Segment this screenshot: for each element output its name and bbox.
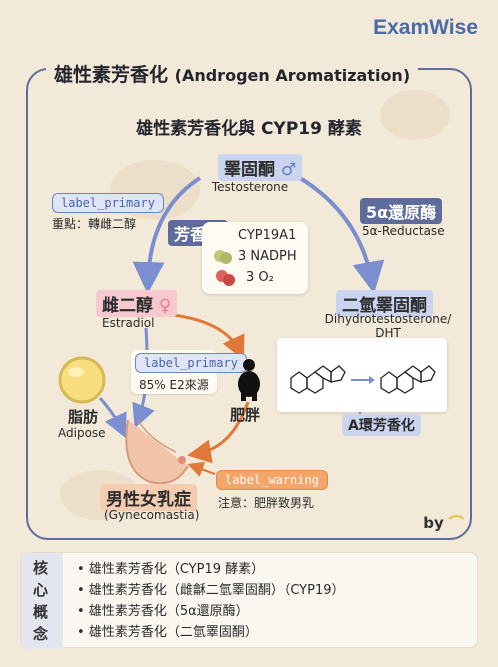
concept-list: 雄性素芳香化（CYP19 酵素） 雄性素芳香化（雌龢二氫睪固酮）（CYP19） …: [77, 559, 345, 643]
concept-item: 雄性素芳香化（二氫睪固酮）: [77, 622, 344, 643]
diagram-subtitle: 雄性素芳香化與 CYP19 酵素: [136, 119, 362, 139]
heading-char: 念: [33, 625, 49, 643]
concept-item: 雄性素芳香化（雌龢二氫睪固酮）（CYP19）: [77, 580, 345, 601]
brand-logo: ExamWise: [373, 16, 478, 39]
heading-char: 核: [33, 559, 49, 577]
estradiol-en: Estradiol: [102, 316, 155, 330]
reductase-en: 5α-Reductase: [362, 224, 445, 238]
dht-en-2: DHT: [375, 326, 401, 340]
oxygen-icon: [223, 274, 235, 286]
male-symbol-icon: ♂: [280, 160, 297, 180]
dht-node: 二氫睪固酮: [336, 290, 433, 317]
cofactor-oxygen: 3 O₂: [246, 270, 274, 285]
core-concepts-panel: 核 心 概 念 雄性素芳香化（CYP19 酵素） 雄性素芳香化（雌龢二氫睪固酮）…: [20, 552, 478, 649]
gynecomastia-node: 男性女乳症: [100, 484, 197, 511]
enzyme-name: CYP19A1: [238, 228, 297, 243]
label-primary-tag: label_primary: [52, 193, 164, 213]
heading-char: 概: [33, 603, 49, 621]
steroid-structure-box: [277, 338, 447, 412]
banana-icon: ⌒: [448, 514, 464, 532]
adipose-en: Adipose: [58, 426, 106, 440]
paper-stain: [380, 90, 450, 140]
person-icon: [243, 359, 255, 371]
label-primary-tag: label_primary: [135, 353, 247, 373]
testosterone-zh: 睪固酮: [224, 160, 275, 180]
gynecomastia-en: (Gynecomastia): [104, 508, 200, 522]
person-body-icon: [238, 371, 260, 397]
steroid-structure-icon: [290, 365, 436, 394]
title-en: (Androgen Aromatization): [174, 66, 411, 85]
byline-text: by: [423, 514, 444, 532]
obesity-label: 肥胖: [230, 406, 261, 424]
label-warning-tag: label_warning: [216, 470, 328, 490]
dht-en-1: Dihydrotestosterone/: [324, 312, 452, 326]
label-warning-note: 注意：肥胖致男乳: [218, 496, 315, 510]
female-symbol-icon: ♀: [158, 296, 172, 316]
nadph-icon: [220, 252, 232, 264]
page-title: 雄性素芳香化 (Androgen Aromatization): [46, 60, 419, 87]
byline: by ⌒: [423, 512, 464, 533]
cofactor-nadph: 3 NADPH: [238, 249, 297, 264]
label-primary-box: label_primary 85% E2來源: [131, 350, 247, 394]
a-ring-aromatization: A環芳香化: [342, 414, 421, 436]
arrow-estradiol-to-obesity: [164, 312, 245, 361]
arrow-obesity-to-breast: [187, 401, 250, 464]
enzyme-box: CYP19A1 3 NADPH 3 O₂: [202, 222, 308, 294]
heading-char: 心: [33, 581, 49, 599]
concept-item: 雄性素芳香化（CYP19 酵素）: [77, 559, 344, 580]
label-primary-note: 重點：轉雌二醇: [52, 217, 137, 231]
arrow-testosterone-to-estradiol: [132, 176, 202, 294]
testosterone-node: 睪固酮 ♂: [218, 154, 303, 181]
title-zh: 雄性素芳香化: [54, 64, 169, 86]
arrow-warning-to-breast: [187, 461, 216, 477]
core-concepts-heading: 核 心 概 念: [21, 553, 63, 649]
reductase-tag: 5α還原酶: [360, 198, 443, 224]
arrow-adipose-to-breast: [98, 397, 127, 439]
concept-item: 雄性素芳香化（5α還原酶）: [77, 601, 344, 622]
adipose-zh: 脂肪: [68, 408, 99, 426]
label-primary-note: 85% E2來源: [139, 378, 209, 392]
estradiol-node: 雌二醇 ♀: [96, 290, 178, 317]
estradiol-zh: 雌二醇: [102, 296, 153, 316]
arrow-testosterone-to-dht: [298, 176, 385, 294]
testosterone-en: Testosterone: [211, 180, 289, 194]
